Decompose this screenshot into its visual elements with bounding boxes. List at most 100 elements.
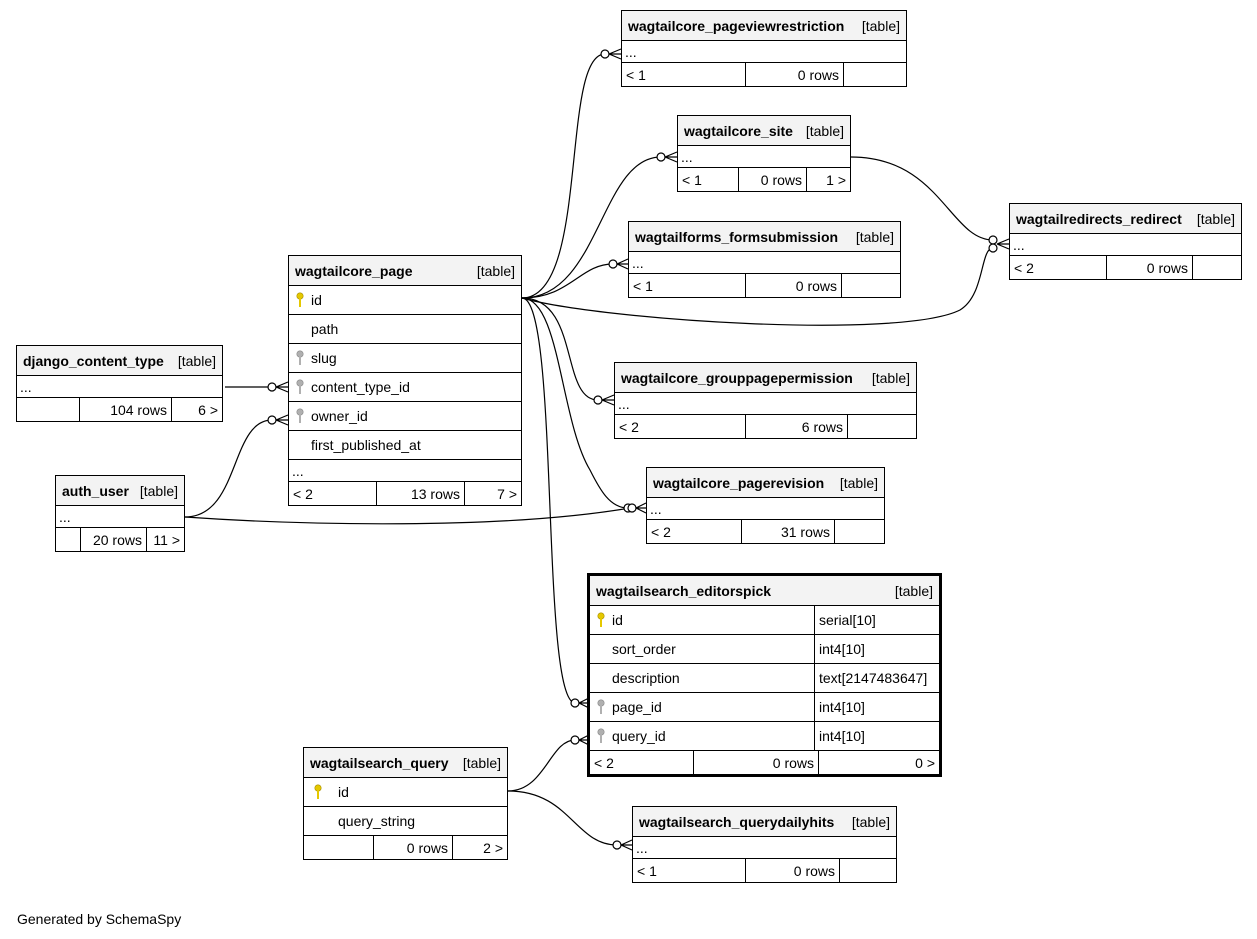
primary-key-icon — [304, 784, 332, 800]
table-footer: < 2 31 rows — [647, 519, 884, 543]
table-name: wagtailcore_site — [684, 122, 793, 139]
table-grouppagepermission[interactable]: wagtailcore_grouppagepermission[table] .… — [614, 362, 917, 439]
table-site[interactable]: wagtailcore_site[table] ... < 1 0 rows 1… — [677, 115, 851, 192]
table-footer: < 2 0 rows 0 > — [590, 750, 939, 774]
table-query[interactable]: wagtailsearch_query [table] id query_stri… — [303, 747, 508, 860]
parents-count — [17, 398, 79, 421]
table-kind: [table] — [476, 262, 515, 279]
link-query-editorspick — [507, 739, 576, 792]
table-kind: [table] — [462, 754, 501, 771]
column-type: text[2147483647] — [814, 664, 939, 692]
ellipsis-row: ... — [678, 145, 850, 167]
column-name: id — [612, 612, 623, 628]
table-name: wagtailsearch_querydailyhits — [639, 813, 835, 830]
table-footer: < 1 0 rows — [629, 273, 900, 297]
column-name: query_id — [612, 728, 666, 744]
table-pageviewrestriction[interactable]: wagtailcore_pageviewrestriction[table] .… — [621, 10, 907, 87]
table-name: wagtailsearch_editorspick — [596, 582, 772, 599]
column-type: int4[10] — [814, 722, 939, 750]
table-name: wagtailcore_pagerevision — [653, 474, 825, 491]
ellipsis-row: ... — [289, 459, 521, 481]
parents-count: < 1 — [626, 66, 646, 83]
generated-by-footer: Generated by SchemaSpy — [17, 911, 182, 927]
table-editorspick[interactable]: wagtailsearch_editorspick[table] id seri… — [587, 573, 942, 777]
table-auth-user[interactable]: auth_user[table] ... 20 rows 11 > — [55, 475, 185, 552]
table-header: wagtailsearch_editorspick[table] — [590, 576, 939, 605]
table-name: wagtailsearch_query — [310, 754, 449, 771]
column-name: page_id — [612, 699, 662, 715]
table-kind: [table] — [805, 122, 844, 139]
table-redirect[interactable]: wagtailredirects_redirect[table] ... < 2… — [1009, 203, 1242, 280]
row-count: 0 rows — [1106, 256, 1192, 279]
table-footer: < 2 0 rows — [1010, 255, 1241, 279]
children-count: 7 > — [464, 482, 521, 505]
table-header: wagtailcore_pagerevision[table] — [647, 468, 884, 497]
ellipsis-row: ... — [629, 251, 900, 273]
table-footer: 0 rows 2 > — [304, 835, 507, 859]
column-name: first_published_at — [311, 437, 421, 453]
ellipsis: ... — [618, 395, 630, 412]
parents-count: < 1 — [682, 171, 702, 188]
table-header: auth_user[table] — [56, 476, 184, 505]
link-page-redirect — [521, 247, 994, 326]
link-page-pageviewrestriction — [521, 53, 606, 299]
primary-key-icon — [289, 292, 311, 308]
column-row: owner_id — [289, 401, 521, 430]
table-header: django_content_type[table] — [17, 346, 222, 375]
table-name: auth_user — [62, 482, 129, 499]
column-row: description text[2147483647] — [590, 663, 939, 692]
ellipsis: ... — [20, 378, 32, 395]
link-page-pagerevision — [521, 297, 629, 509]
table-header: wagtailredirects_redirect[table] — [1010, 204, 1241, 233]
ellipsis: ... — [59, 508, 71, 525]
table-querydailyhits[interactable]: wagtailsearch_querydailyhits[table] ... … — [632, 806, 897, 883]
row-count: 0 rows — [745, 859, 839, 882]
column-row: id serial[10] — [590, 605, 939, 634]
row-count: 104 rows — [79, 398, 171, 421]
parents-count: < 1 — [633, 277, 653, 294]
table-header: wagtailsearch_querydailyhits [table] — [633, 807, 896, 836]
children-count: 11 > — [146, 528, 184, 551]
column-name: id — [311, 292, 322, 308]
column-row: page_id int4[10] — [590, 692, 939, 721]
ellipsis: ... — [681, 148, 693, 165]
column-type: serial[10] — [814, 606, 939, 634]
children-count — [843, 63, 906, 86]
ellipsis-row: ... — [615, 392, 916, 414]
link-page-formsubmission — [521, 263, 614, 299]
row-count: 0 rows — [738, 168, 806, 191]
table-kind: [table] — [177, 352, 216, 369]
column-row: id — [304, 777, 507, 806]
table-footer: < 1 0 rows — [622, 62, 906, 86]
foreign-key-icon — [590, 699, 612, 715]
column-name: content_type_id — [311, 379, 410, 395]
column-name: query_string — [338, 813, 416, 829]
table-pagerevision[interactable]: wagtailcore_pagerevision[table] ... < 2 … — [646, 467, 885, 544]
table-content-type[interactable]: django_content_type[table] ... 104 rows … — [16, 345, 223, 422]
ellipsis-row: ... — [633, 836, 896, 858]
table-kind: [table] — [851, 813, 890, 830]
row-count: 0 rows — [693, 751, 818, 774]
column-name: sort_order — [612, 641, 676, 657]
table-name: wagtailcore_page — [295, 262, 413, 279]
foreign-key-icon — [289, 408, 311, 424]
ellipsis: ... — [650, 500, 662, 517]
column-name: description — [612, 670, 680, 686]
column-name: owner_id — [311, 408, 368, 424]
link-user-pagerevision — [184, 507, 631, 525]
link-user-page — [184, 419, 273, 518]
table-kind: [table] — [861, 17, 900, 34]
foreign-key-icon — [590, 728, 612, 744]
children-count: 0 > — [818, 751, 939, 774]
table-header: wagtailcore_grouppagepermission[table] — [615, 363, 916, 392]
table-header: wagtailcore_page [table] — [289, 256, 521, 285]
table-formsubmission[interactable]: wagtailforms_formsubmission[table] ... <… — [628, 221, 901, 298]
ellipsis-row: ... — [1010, 233, 1241, 255]
table-footer: 104 rows 6 > — [17, 397, 222, 421]
table-name: wagtailcore_pageviewrestriction — [628, 17, 845, 34]
ellipsis: ... — [632, 254, 644, 271]
children-count — [847, 415, 916, 438]
table-page[interactable]: wagtailcore_page[table] id path slug con… — [288, 255, 522, 506]
table-kind: [table] — [855, 228, 894, 245]
table-kind: [table] — [1196, 210, 1235, 227]
